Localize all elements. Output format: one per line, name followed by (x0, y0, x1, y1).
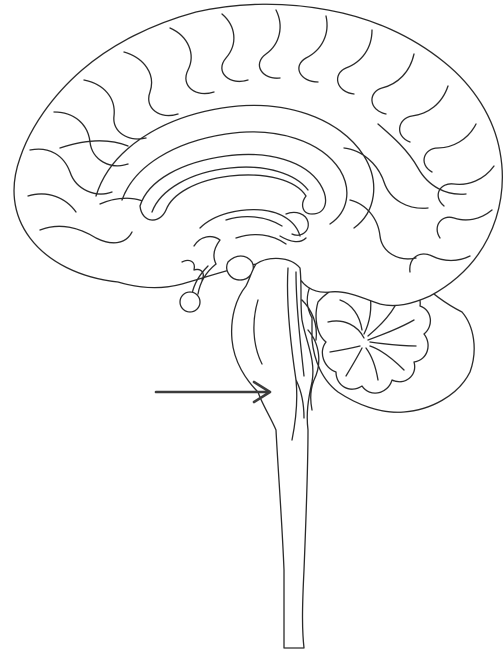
brainstem (232, 258, 317, 648)
